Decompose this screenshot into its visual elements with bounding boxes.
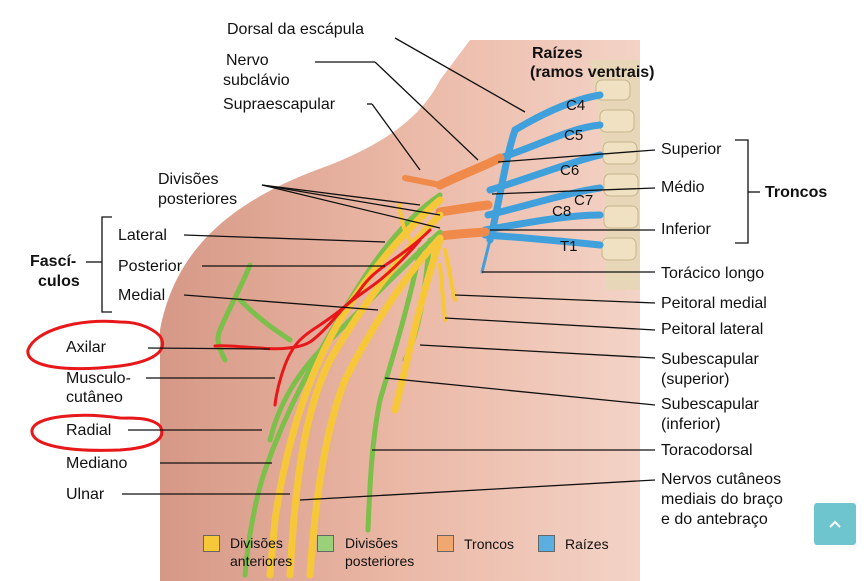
legend-swatch-troncos [437, 535, 454, 552]
fasciculo-lateral: Lateral [118, 226, 167, 245]
root-c4: C4 [566, 96, 585, 115]
legend-label-anterior-2: anteriores [230, 553, 292, 569]
nerve-musculocutaneo-2: cutâneo [66, 388, 123, 407]
fasciculos-title-2: culos [38, 272, 80, 291]
legend-label-posterior-1: Divisões [345, 535, 398, 551]
nerve-mediano: Mediano [66, 454, 127, 473]
nerve-ulnar: Ulnar [66, 485, 104, 504]
legend-swatch-posterior [317, 535, 334, 552]
roots-title-2: (ramos ventrais) [530, 63, 655, 82]
nerve-peitoral-medial: Peitoral medial [661, 294, 767, 313]
nerve-subescapular-inferior-2: (inferior) [661, 415, 721, 434]
label-divisoes-posteriores-1: Divisões [158, 170, 218, 189]
root-t1: T1 [560, 237, 578, 256]
root-c8: C8 [552, 202, 571, 221]
nerve-cutaneos-3: e do antebraço [661, 510, 768, 529]
nerve-radial: Radial [66, 421, 111, 440]
chevron-up-icon [828, 519, 842, 529]
shoulder-skin [160, 40, 640, 581]
nerve-toracico-longo: Torácico longo [661, 264, 764, 283]
nerve-peitoral-lateral: Peitoral lateral [661, 320, 763, 339]
label-supraescapular: Supraescapular [223, 95, 335, 114]
nerve-musculocutaneo-1: Musculo- [66, 369, 131, 388]
root-c5: C5 [564, 126, 583, 145]
nerve-cutaneos-2: mediais do braço [661, 490, 783, 509]
legend-swatch-raizes [538, 535, 555, 552]
nerve-subescapular-inferior-1: Subescapular [661, 395, 759, 414]
nerve-subescapular-superior-2: (superior) [661, 370, 729, 389]
fasciculo-medial: Medial [118, 286, 165, 305]
roots-title-1: Raízes [532, 44, 583, 63]
legend-label-posterior-2: posteriores [345, 553, 414, 569]
nerve-cutaneos-1: Nervos cutâneos [661, 470, 781, 489]
legend-swatch-anterior [203, 535, 220, 552]
scroll-to-top-button[interactable] [814, 503, 856, 545]
root-c6: C6 [560, 161, 579, 180]
label-nervo: Nervo [226, 51, 269, 70]
troncos-title: Troncos [765, 183, 827, 202]
nerve-toracodorsal: Toracodorsal [661, 441, 753, 460]
trunk-medio: Médio [661, 178, 705, 197]
nerve-axilar: Axilar [66, 338, 106, 357]
label-dorsal-escapula: Dorsal da escápula [227, 20, 364, 39]
legend-label-troncos: Troncos [464, 536, 514, 552]
fasciculo-posterior: Posterior [118, 257, 182, 276]
trunk-inferior: Inferior [661, 220, 711, 239]
root-c7: C7 [574, 191, 593, 210]
label-divisoes-posteriores-2: posteriores [158, 190, 237, 209]
fasciculos-title-1: Fascí- [30, 252, 76, 271]
trunk-superior: Superior [661, 140, 721, 159]
legend-label-anterior-1: Divisões [230, 535, 283, 551]
nerve-subescapular-superior-1: Subescapular [661, 350, 759, 369]
label-subclavio: subclávio [223, 71, 290, 90]
legend-label-raizes: Raízes [565, 536, 609, 552]
